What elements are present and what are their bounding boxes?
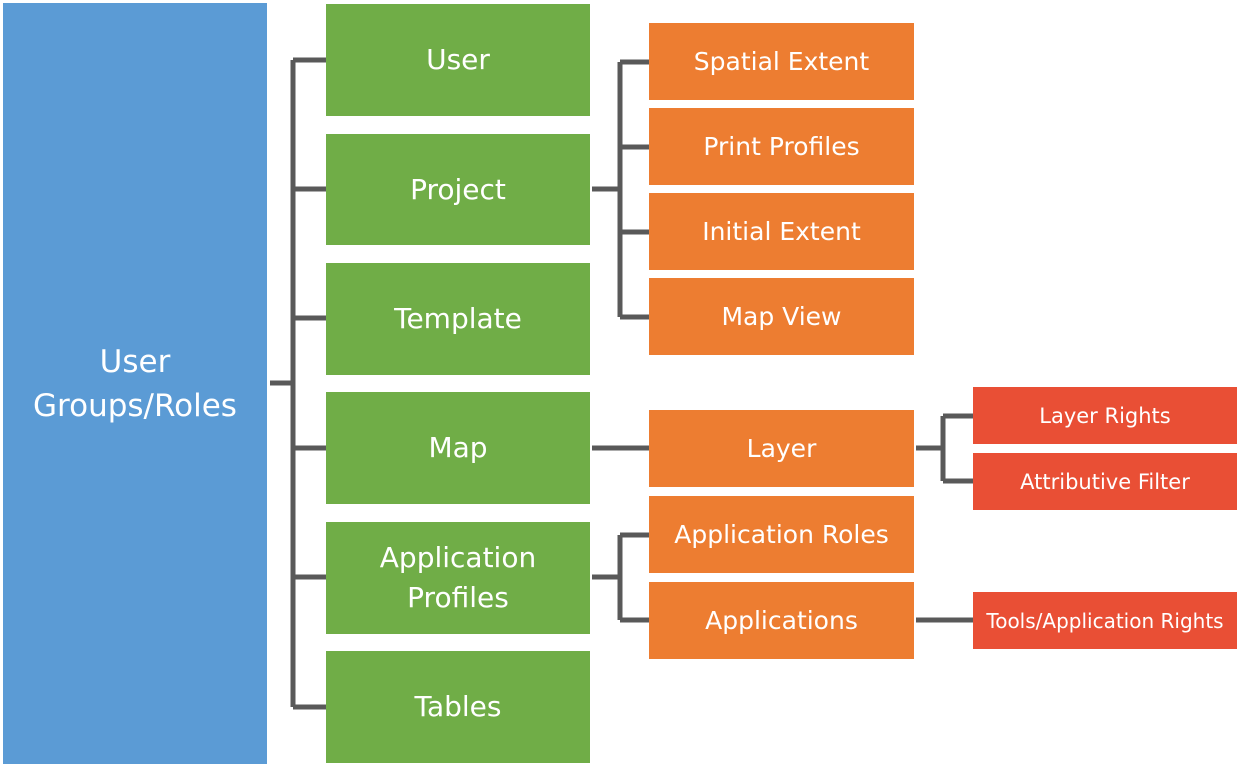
node-initial-extent: Initial Extent	[649, 193, 914, 270]
node-project: Project	[326, 134, 590, 245]
node-application-profiles: Application Profiles	[326, 522, 590, 634]
node-template: Template	[326, 263, 590, 375]
node-layer: Layer	[649, 410, 914, 487]
node-map-view: Map View	[649, 278, 914, 355]
node-attributive-filter: Attributive Filter	[973, 453, 1237, 510]
node-tools-application-rights: Tools/Application Rights	[973, 592, 1237, 649]
node-spatial-extent: Spatial Extent	[649, 23, 914, 100]
node-applications: Applications	[649, 582, 914, 659]
node-user: User	[326, 4, 590, 116]
node-tables: Tables	[326, 651, 590, 763]
node-map: Map	[326, 392, 590, 504]
node-application-roles: Application Roles	[649, 496, 914, 573]
root-node: User Groups/Roles	[3, 3, 267, 764]
node-print-profiles: Print Profiles	[649, 108, 914, 185]
node-layer-rights: Layer Rights	[973, 387, 1237, 444]
